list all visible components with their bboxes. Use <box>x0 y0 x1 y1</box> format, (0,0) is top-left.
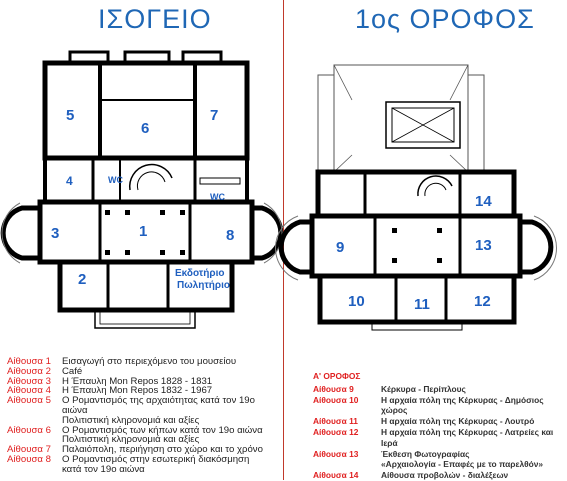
shop-label-line1: Εκδοτήριο <box>175 268 224 279</box>
room-10-label: 10 <box>348 293 365 310</box>
first-main-band <box>309 213 523 279</box>
room-12-label: 12 <box>474 293 491 310</box>
skylight <box>385 101 461 149</box>
room-11-label: 11 <box>414 296 430 313</box>
first-right-apse <box>520 219 554 275</box>
first-lower-block <box>317 273 517 325</box>
legend-item-continuation: Πολιτιστική κληρονομιά και αξίες <box>62 414 200 426</box>
ground-floor-plan: 5 6 7 4 WC WC 3 1 8 2 Εκδοτήριο Πωλητήρι… <box>0 50 283 329</box>
legend-item-continuation: Πολιτιστική κληρονομιά και αξίες <box>62 434 200 446</box>
room-6-label: 6 <box>141 120 149 137</box>
ground-back-bay-mid <box>123 50 171 66</box>
room-8-label: 8 <box>226 227 234 244</box>
wc-label-right: WC <box>210 192 225 202</box>
room-1-label: 1 <box>139 223 147 240</box>
room-14-label: 14 <box>475 193 492 210</box>
first-floor-title: 1ος ΟΡΟΦΟΣ <box>355 4 535 34</box>
first-left-apse <box>278 219 312 275</box>
legend-item-continuation: «Αρχαιολογία - Επαφές με το παρελθόν» <box>381 459 544 470</box>
ground-back-bay-right <box>181 50 223 66</box>
first-upper-block <box>315 169 517 219</box>
ground-right-apse <box>252 205 283 261</box>
room-2-label: 2 <box>78 271 86 288</box>
ground-floor-title: ΙΣΟΓΕΙΟ <box>98 4 212 34</box>
ground-portico <box>94 309 196 329</box>
first-staircase <box>417 175 453 197</box>
room-5-label: 5 <box>66 107 74 124</box>
room-13-label: 13 <box>475 237 492 254</box>
center-divider <box>283 0 284 480</box>
room-3-label: 3 <box>51 225 59 242</box>
ground-back-bay-left <box>68 50 110 66</box>
room-7-label: 7 <box>210 107 218 124</box>
legend-item-continuation: κατά τον 19ο αιώνα <box>62 463 145 475</box>
first-floor-legend-header: Α' ΟΡΟΦΟΣ <box>313 371 361 381</box>
ground-staircase <box>128 163 173 191</box>
ground-left-apse <box>0 205 40 261</box>
room-4-label: 4 <box>66 174 73 188</box>
wc-label-left: WC <box>108 175 123 185</box>
shop-label-line2: Πωλητήριο <box>177 280 230 291</box>
roof-outline <box>333 64 469 173</box>
room-9-label: 9 <box>336 239 344 256</box>
